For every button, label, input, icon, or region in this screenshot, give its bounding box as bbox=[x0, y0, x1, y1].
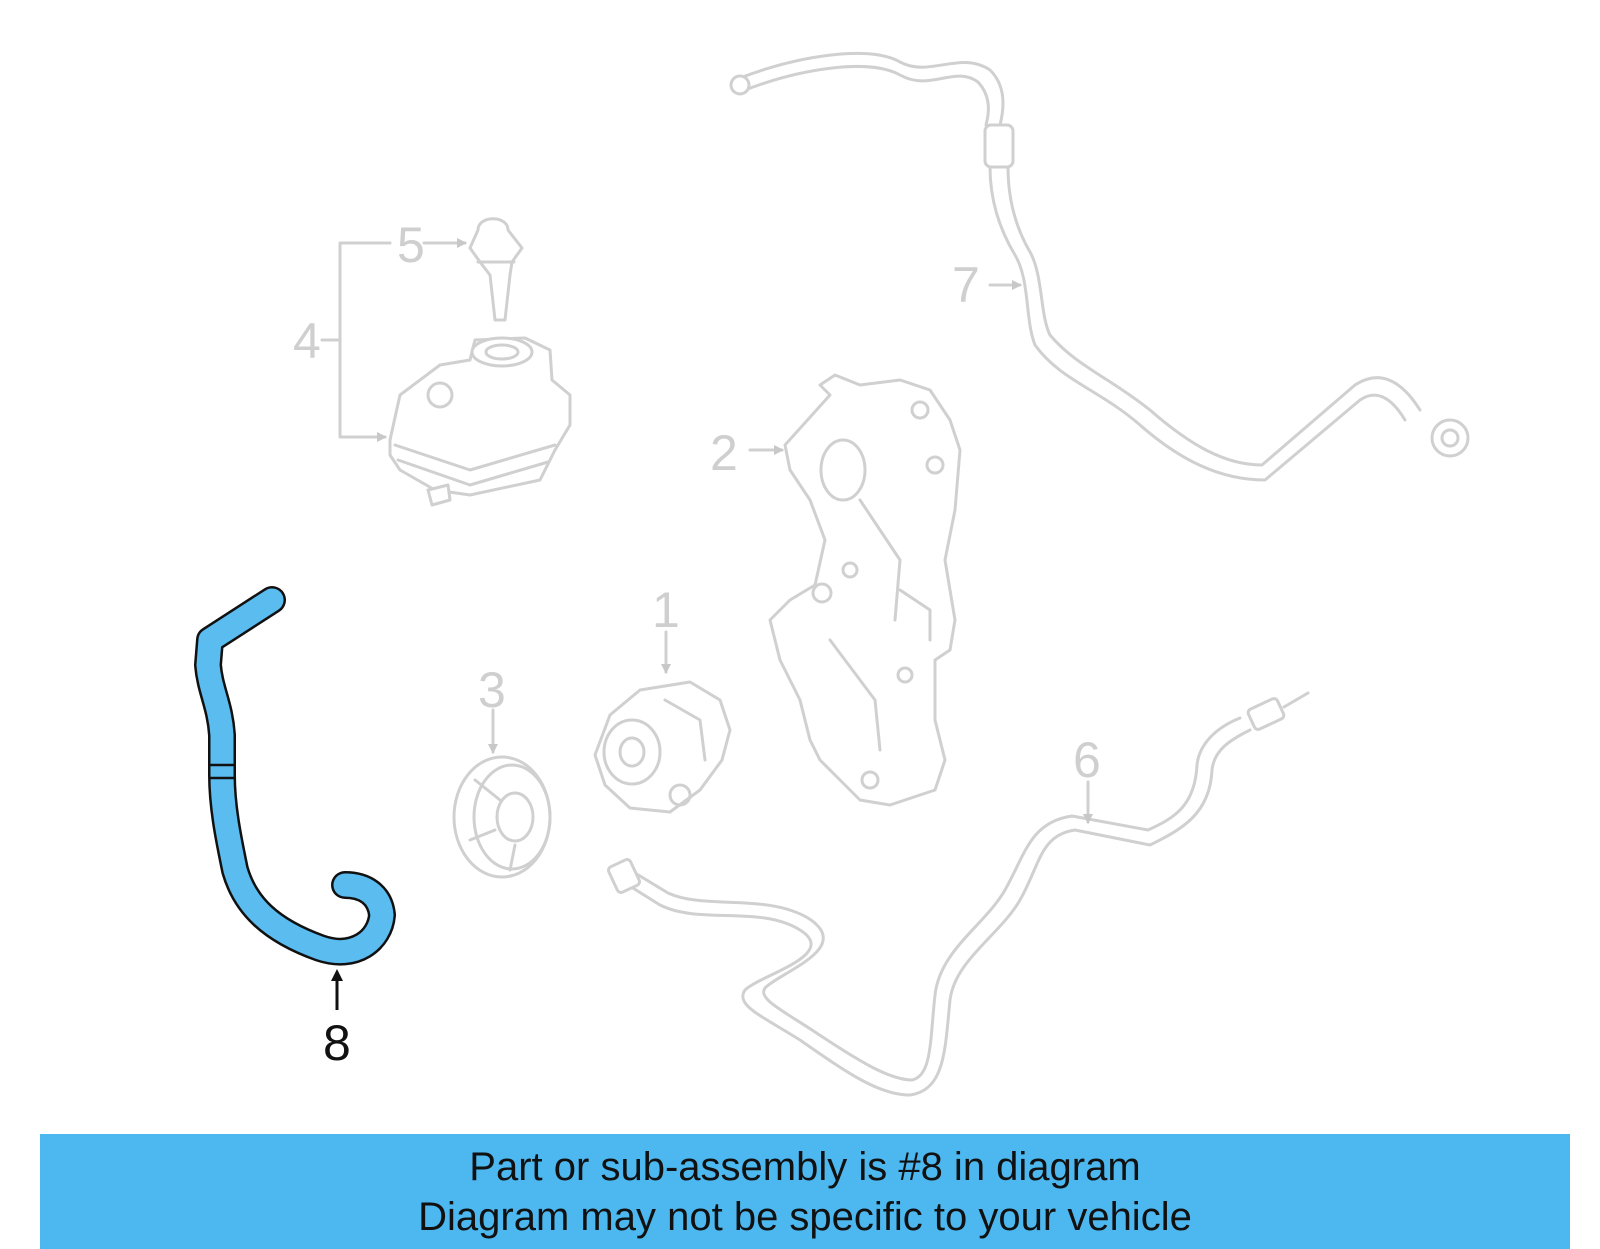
part-1-power-steering-pump bbox=[593, 680, 732, 814]
callout-7: 7 bbox=[952, 257, 980, 313]
part-8-hose-highlighted bbox=[194, 586, 396, 966]
callout-8: 8 bbox=[323, 1015, 351, 1071]
part-6-pressure-line bbox=[607, 691, 1310, 1097]
banner-line-2: Diagram may not be specific to your vehi… bbox=[418, 1195, 1192, 1239]
callout-5: 5 bbox=[397, 217, 425, 273]
part-7-return-line bbox=[729, 51, 1470, 482]
part-2-bracket bbox=[768, 373, 962, 807]
part-3-pulley bbox=[452, 755, 552, 879]
part-5-reservoir-cap bbox=[468, 217, 524, 322]
part-4-reservoir bbox=[388, 336, 572, 507]
callout-6: 6 bbox=[1073, 732, 1101, 788]
info-banner: Part or sub-assembly is #8 in diagram Di… bbox=[40, 1134, 1570, 1249]
callout-1: 1 bbox=[652, 582, 680, 638]
banner-line-1: Part or sub-assembly is #8 in diagram bbox=[469, 1145, 1141, 1189]
callout-3: 3 bbox=[478, 662, 506, 718]
callout-2: 2 bbox=[710, 425, 738, 481]
callout-4: 4 bbox=[293, 313, 321, 369]
